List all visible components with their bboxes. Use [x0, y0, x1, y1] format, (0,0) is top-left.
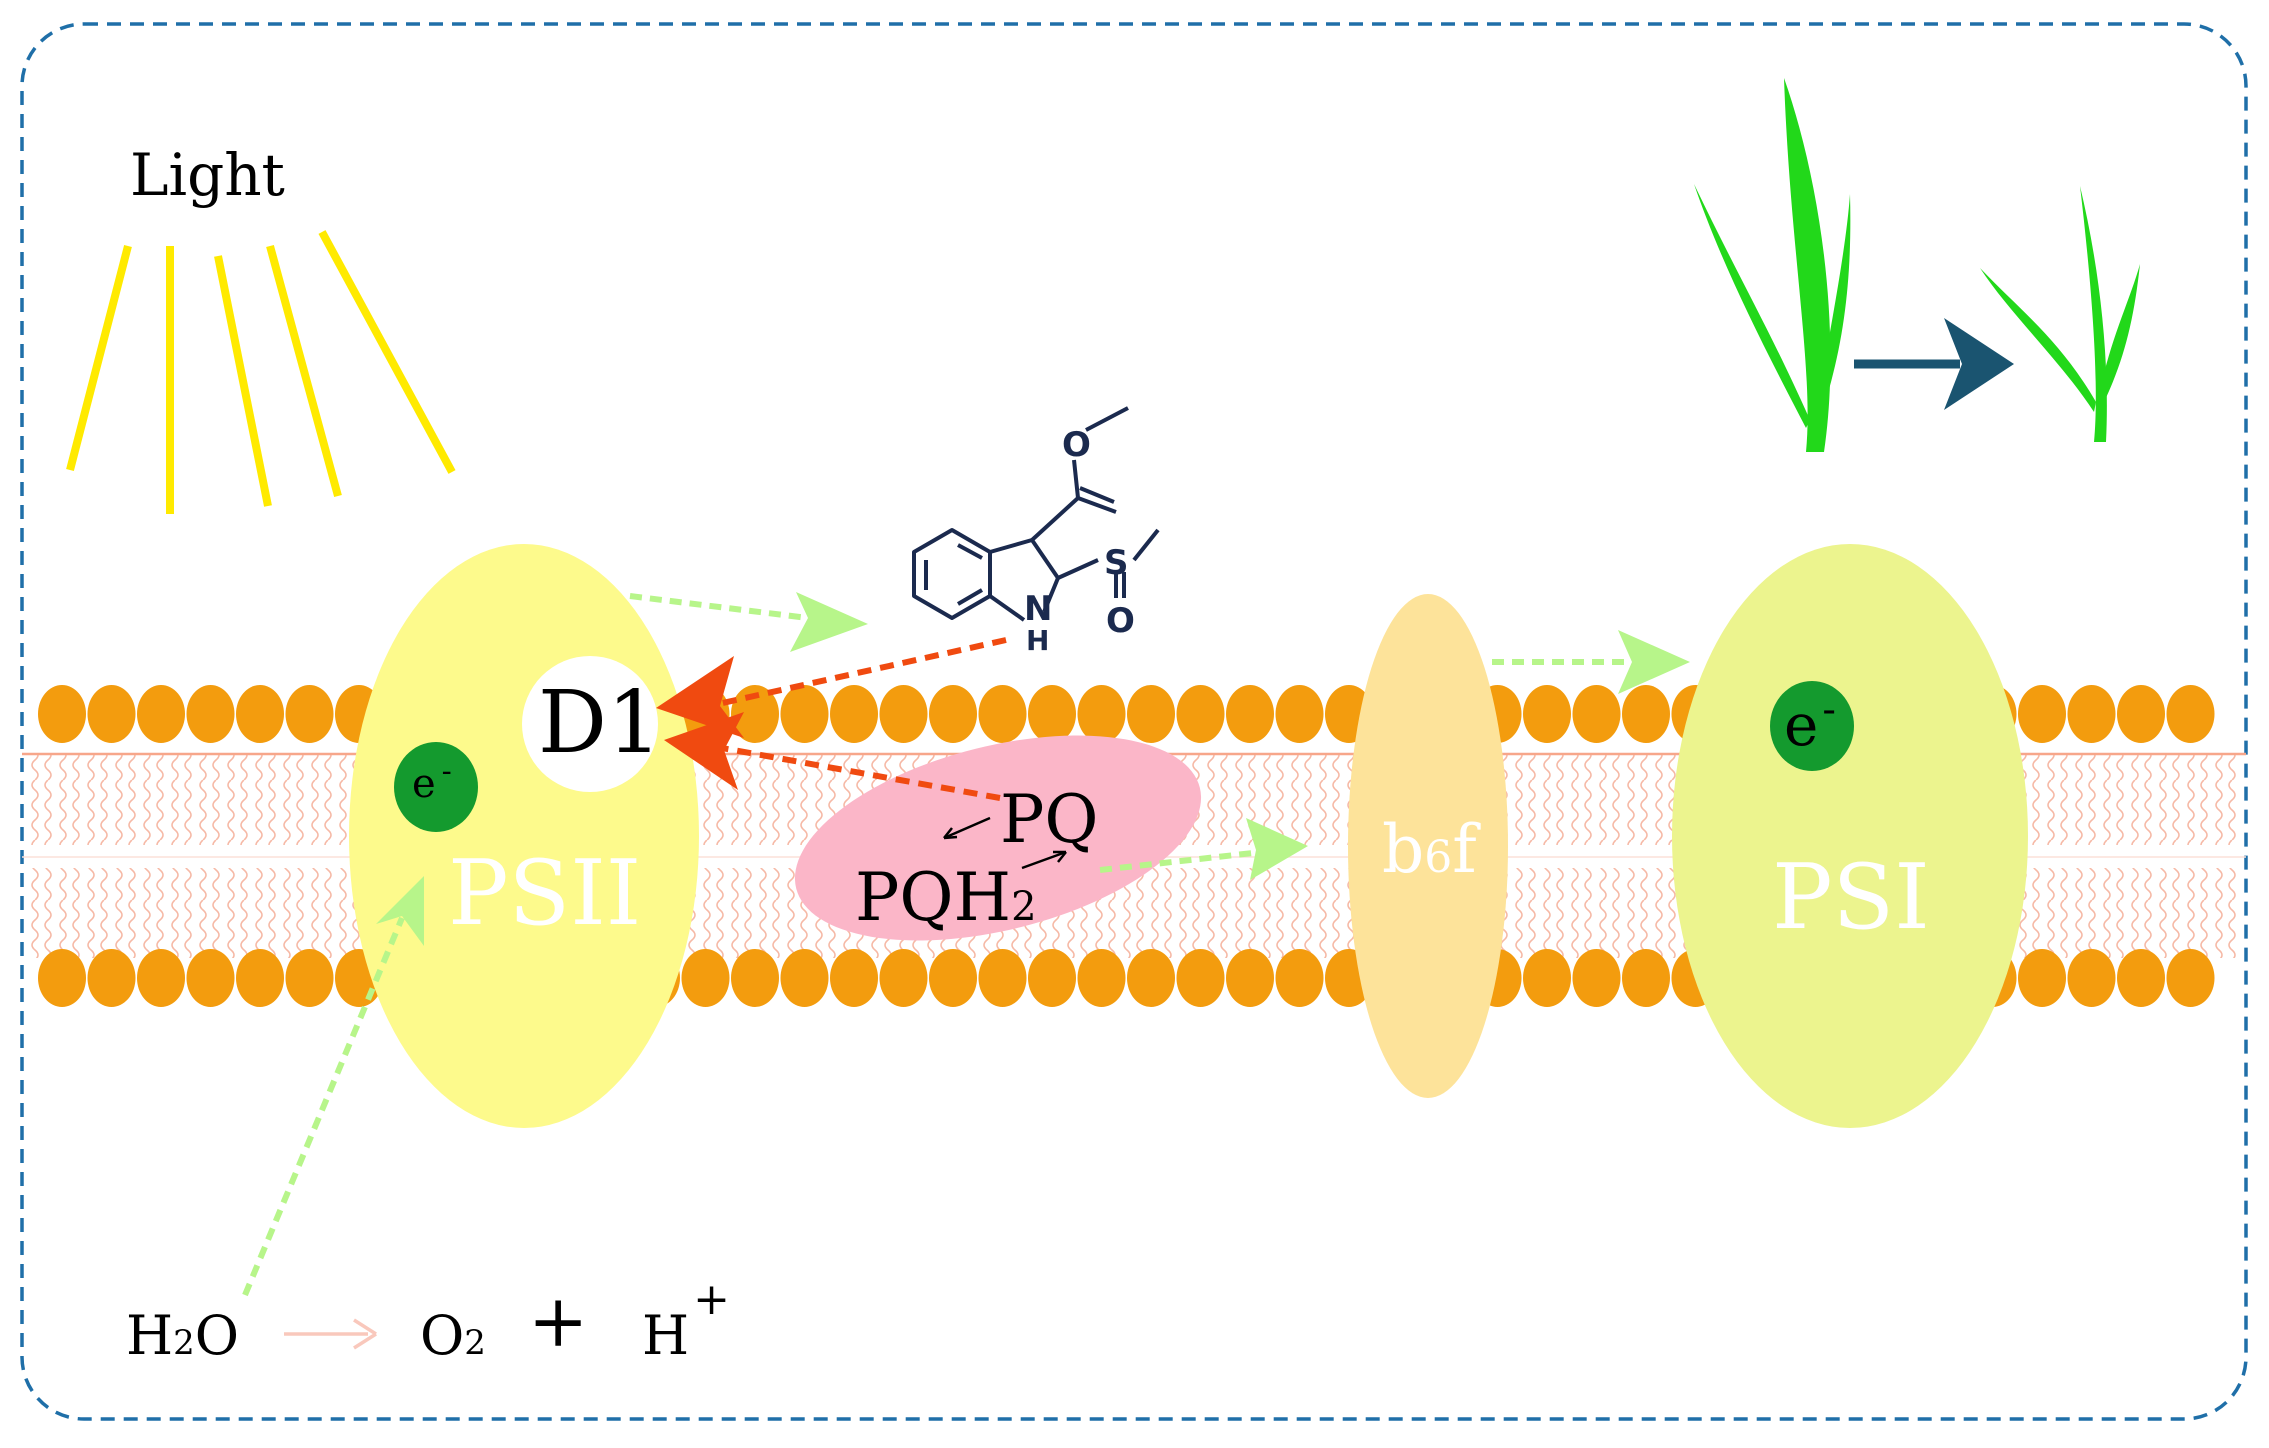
lipid-head	[285, 685, 334, 743]
psii-label: PSII	[448, 841, 641, 946]
diagram-border	[20, 22, 2248, 1421]
pq-redox-arrows	[943, 816, 1067, 870]
lipid-head	[1275, 949, 1324, 1007]
psii-electron	[394, 742, 478, 832]
lipid-head	[830, 949, 878, 1007]
psi-electron-label: e-	[1784, 687, 1836, 759]
proton-label: H+	[642, 1274, 730, 1367]
lipid-head	[1523, 685, 1571, 743]
lipid-head	[780, 949, 829, 1007]
lipid-head	[1176, 685, 1225, 743]
light-label: Light	[130, 141, 285, 209]
lipid-head	[2067, 685, 2116, 743]
light-rays	[66, 230, 456, 514]
inhibition-arrows	[717, 637, 1007, 801]
electron-flow-arrowheads	[376, 592, 1690, 946]
lipid-head	[137, 949, 185, 1007]
lipid-head	[1572, 949, 1621, 1007]
lipid-head	[681, 949, 730, 1007]
growth-arrow	[1854, 318, 2014, 410]
lipid-head	[1622, 949, 1670, 1007]
atom-o-ester: O	[1062, 425, 1091, 465]
lipid-head	[2166, 685, 2215, 743]
lipid-head	[929, 685, 977, 743]
lipid-head	[1127, 949, 1175, 1007]
lipid-head	[879, 685, 928, 743]
d1-protein	[522, 656, 658, 792]
pq-pool	[794, 735, 1202, 941]
lipid-head	[87, 685, 136, 743]
lipid-head	[2117, 685, 2165, 743]
lipid-head	[1077, 949, 1126, 1007]
psi-complex	[1672, 544, 2028, 1128]
lipid-head	[2166, 949, 2215, 1007]
lipid-head	[2067, 949, 2116, 1007]
lipid-head	[87, 949, 136, 1007]
d1-label: D1	[538, 673, 662, 773]
lipid-head	[186, 685, 235, 743]
lipid-head	[38, 949, 86, 1007]
lipid-head	[2018, 685, 2066, 743]
pqh2-label: PQH2	[855, 859, 1037, 936]
plus-sign: +	[528, 1279, 588, 1363]
lipid-head	[731, 949, 779, 1007]
inhibitor-molecule	[912, 406, 1160, 622]
lipid-head	[731, 685, 779, 743]
lipid-head	[978, 949, 1027, 1007]
inhibition-arrowheads	[656, 656, 744, 790]
atom-s: S	[1104, 543, 1129, 583]
oxygen-label: O2	[420, 1304, 486, 1367]
lipid-head	[1226, 949, 1274, 1007]
lipid-head	[186, 949, 235, 1007]
lipid-head	[830, 685, 878, 743]
lipid-head	[137, 685, 185, 743]
b6f-label: b6f	[1382, 811, 1481, 888]
psii-complex	[349, 544, 699, 1128]
lipid-head	[38, 685, 86, 743]
lipid-head	[929, 949, 977, 1007]
atom-o-sulfoxide: O	[1106, 601, 1135, 641]
lipid-head	[2018, 949, 2066, 1007]
lipid-head	[236, 685, 284, 743]
lipid-head	[1275, 685, 1324, 743]
electron-flow-arrows	[242, 593, 1640, 1297]
lipid-head	[1127, 685, 1175, 743]
lipid-head	[1176, 949, 1225, 1007]
lipid-head	[780, 685, 829, 743]
lipid-head	[1523, 949, 1571, 1007]
psi-electron	[1770, 681, 1854, 771]
molecule-atom-labels: O S O N H	[1024, 425, 1135, 657]
inhibited-seedling	[1980, 186, 2140, 442]
lipid-head	[978, 685, 1027, 743]
lipid-head	[879, 949, 928, 1007]
atom-h: H	[1026, 624, 1049, 657]
lipid-head	[1028, 685, 1076, 743]
lipid-head	[2117, 949, 2165, 1007]
psii-electron-label: e-	[412, 754, 452, 807]
pq-label: PQ	[1000, 781, 1099, 858]
lipid-head	[1572, 685, 1621, 743]
lipid-head	[236, 949, 284, 1007]
water-label: H2O	[126, 1304, 239, 1367]
water-splitting-arrow	[284, 1318, 377, 1350]
lipid-head	[1622, 685, 1670, 743]
atom-n: N	[1024, 589, 1052, 629]
lipid-head	[1226, 685, 1274, 743]
healthy-seedling	[1694, 78, 1851, 452]
lipid-head	[285, 949, 334, 1007]
psi-label: PSI	[1772, 845, 1930, 950]
lipid-head	[1028, 949, 1076, 1007]
b6f-complex	[1348, 594, 1508, 1098]
lipid-head	[1077, 685, 1126, 743]
